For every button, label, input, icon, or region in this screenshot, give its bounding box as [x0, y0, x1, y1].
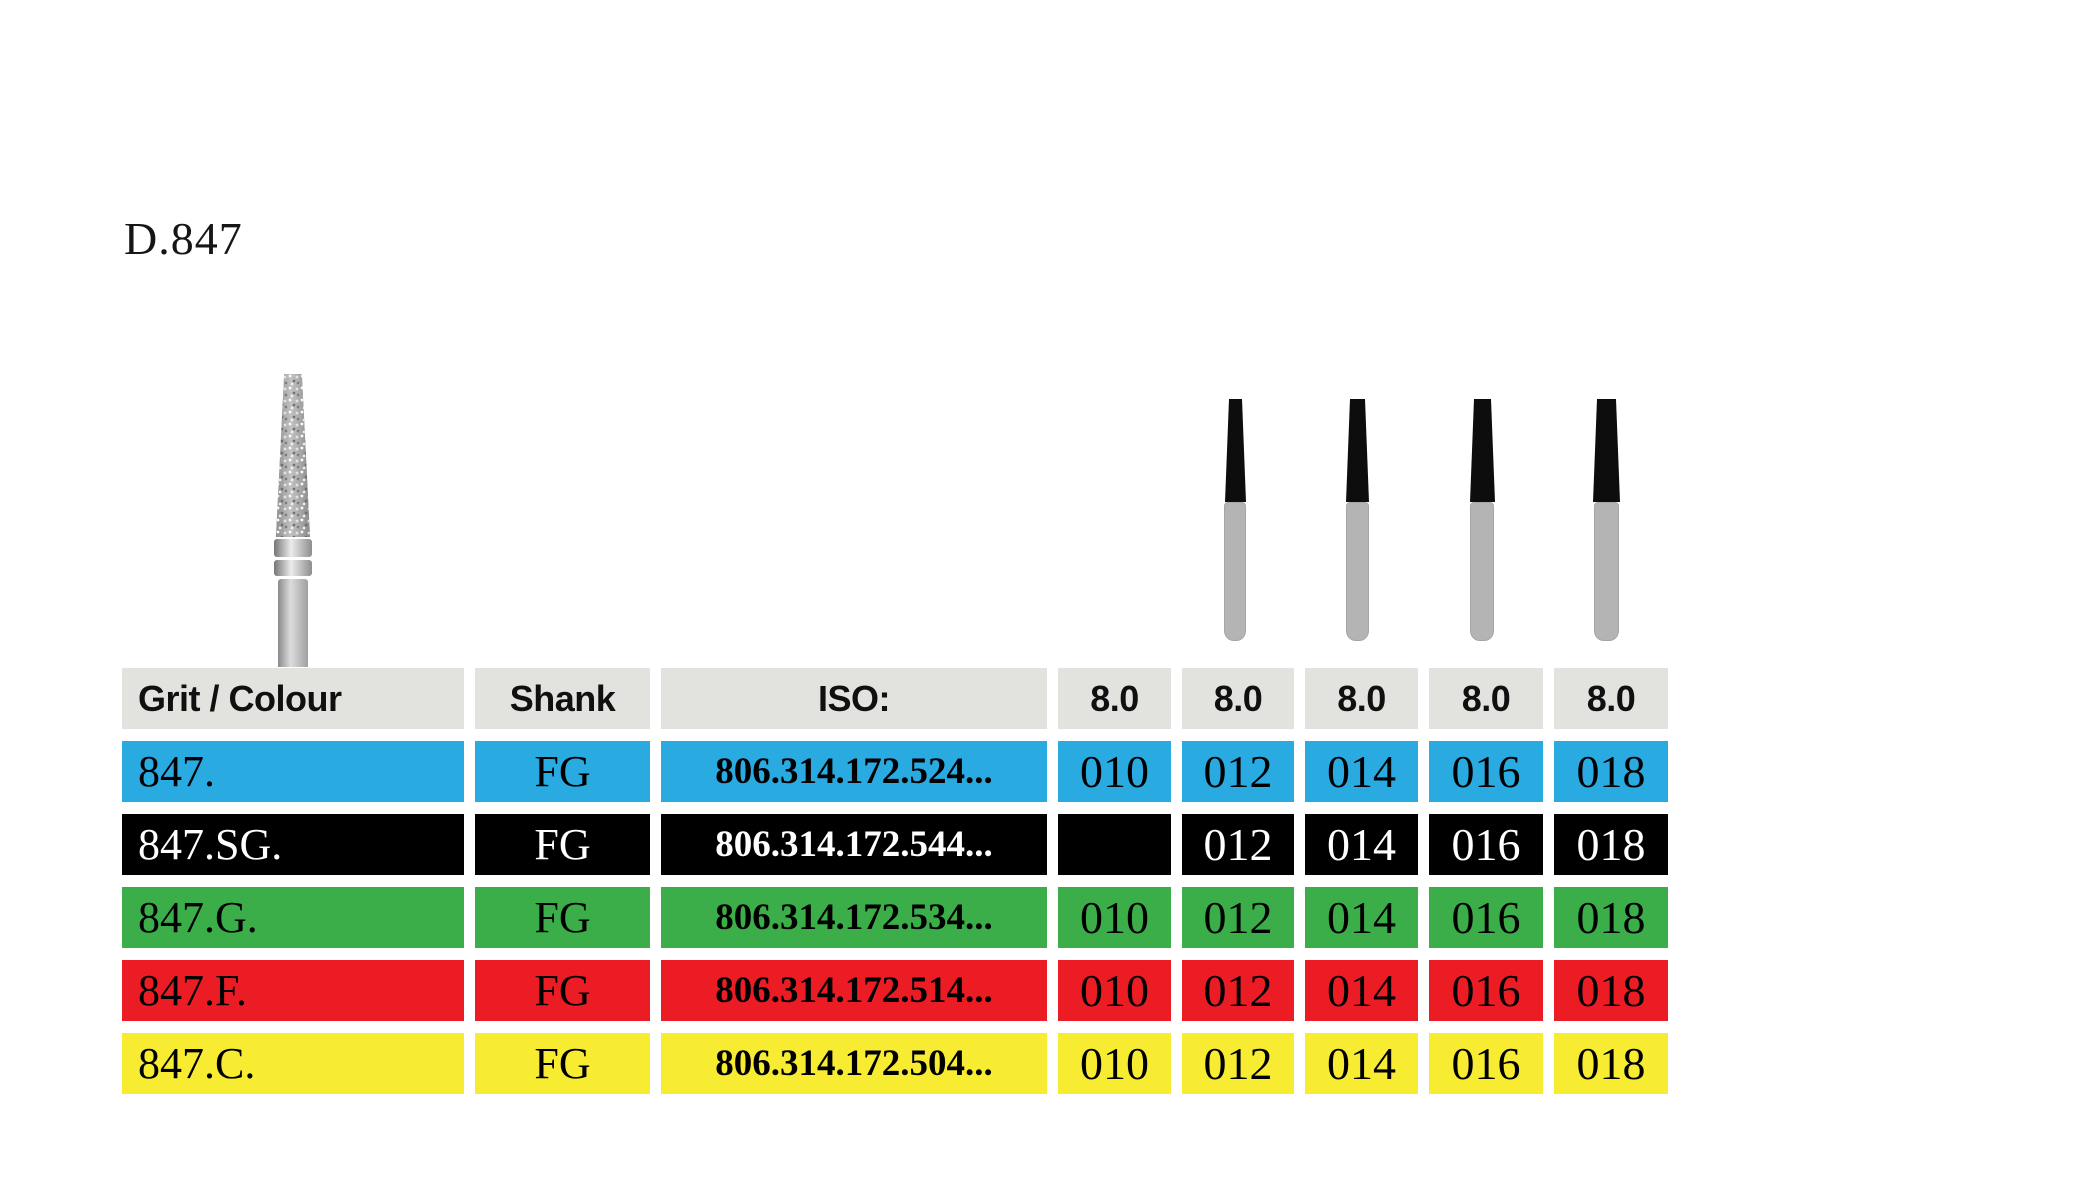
size-cell: 010 [1058, 960, 1171, 1021]
silhouette-tip-icon [1345, 399, 1369, 502]
grit-cell: 847.F. [122, 960, 464, 1021]
size-cell: 018 [1554, 887, 1668, 948]
size-cell: 010 [1058, 741, 1171, 802]
silhouette-shank-icon [1345, 502, 1369, 641]
size-cell: 016 [1429, 1033, 1543, 1094]
silhouette-tip-icon [1592, 399, 1620, 502]
size-cell: 016 [1429, 814, 1543, 875]
size-cell: 012 [1182, 741, 1294, 802]
size-cell: 016 [1429, 960, 1543, 1021]
bur-collar-icon [274, 539, 312, 557]
shank-cell: FG [475, 741, 650, 802]
iso-cell: 806.314.172.524... [661, 741, 1047, 802]
header-size: 8.0 [1554, 668, 1668, 729]
bur-silhouette-icon [1584, 399, 1628, 641]
bur-head-icon [276, 374, 310, 537]
size-cell: 016 [1429, 741, 1543, 802]
shank-cell: FG [475, 960, 650, 1021]
iso-cell: 806.314.172.534... [661, 887, 1047, 948]
size-cell: 010 [1058, 1033, 1171, 1094]
product-table: Grit / Colour Shank ISO: 8.0 8.0 8.0 8.0… [122, 668, 1668, 1094]
grit-cell: 847. [122, 741, 464, 802]
header-size: 8.0 [1429, 668, 1543, 729]
grit-cell: 847.SG. [122, 814, 464, 875]
bur-silhouette-icon [1335, 399, 1379, 641]
size-cell: 014 [1305, 814, 1418, 875]
header-grit-colour: Grit / Colour [122, 668, 464, 729]
size-cell: 012 [1182, 814, 1294, 875]
silhouette-shank-icon [1470, 502, 1494, 641]
iso-cell: 806.314.172.544... [661, 814, 1047, 875]
silhouette-shank-icon [1224, 502, 1246, 641]
bur-silhouette-icon [1460, 399, 1504, 641]
size-cell: 012 [1182, 1033, 1294, 1094]
size-cell: 018 [1554, 960, 1668, 1021]
silhouette-tip-icon [1469, 399, 1495, 502]
grit-cell: 847.G. [122, 887, 464, 948]
size-cell: 014 [1305, 887, 1418, 948]
bur-collar-icon [274, 560, 312, 576]
size-cell: 018 [1554, 814, 1668, 875]
header-shank: Shank [475, 668, 650, 729]
size-cell [1058, 814, 1171, 875]
diamond-bur-photo [262, 374, 324, 668]
size-cell: 018 [1554, 741, 1668, 802]
size-cell: 014 [1305, 960, 1418, 1021]
size-cell: 018 [1554, 1033, 1668, 1094]
size-cell: 012 [1182, 887, 1294, 948]
iso-cell: 806.314.172.514... [661, 960, 1047, 1021]
grit-cell: 847.C. [122, 1033, 464, 1094]
page-title: D.847 [124, 213, 243, 264]
shank-cell: FG [475, 814, 650, 875]
size-cell: 012 [1182, 960, 1294, 1021]
size-cell: 014 [1305, 741, 1418, 802]
header-size: 8.0 [1058, 668, 1171, 729]
bur-silhouette-icon [1213, 399, 1257, 641]
shank-cell: FG [475, 887, 650, 948]
header-size: 8.0 [1305, 668, 1418, 729]
size-cell: 014 [1305, 1033, 1418, 1094]
bur-shank-icon [278, 579, 308, 667]
size-cell: 016 [1429, 887, 1543, 948]
silhouette-shank-icon [1593, 502, 1619, 641]
header-iso: ISO: [661, 668, 1047, 729]
size-cell: 010 [1058, 887, 1171, 948]
header-size: 8.0 [1182, 668, 1294, 729]
iso-cell: 806.314.172.504... [661, 1033, 1047, 1094]
shank-cell: FG [475, 1033, 650, 1094]
silhouette-tip-icon [1224, 399, 1246, 502]
